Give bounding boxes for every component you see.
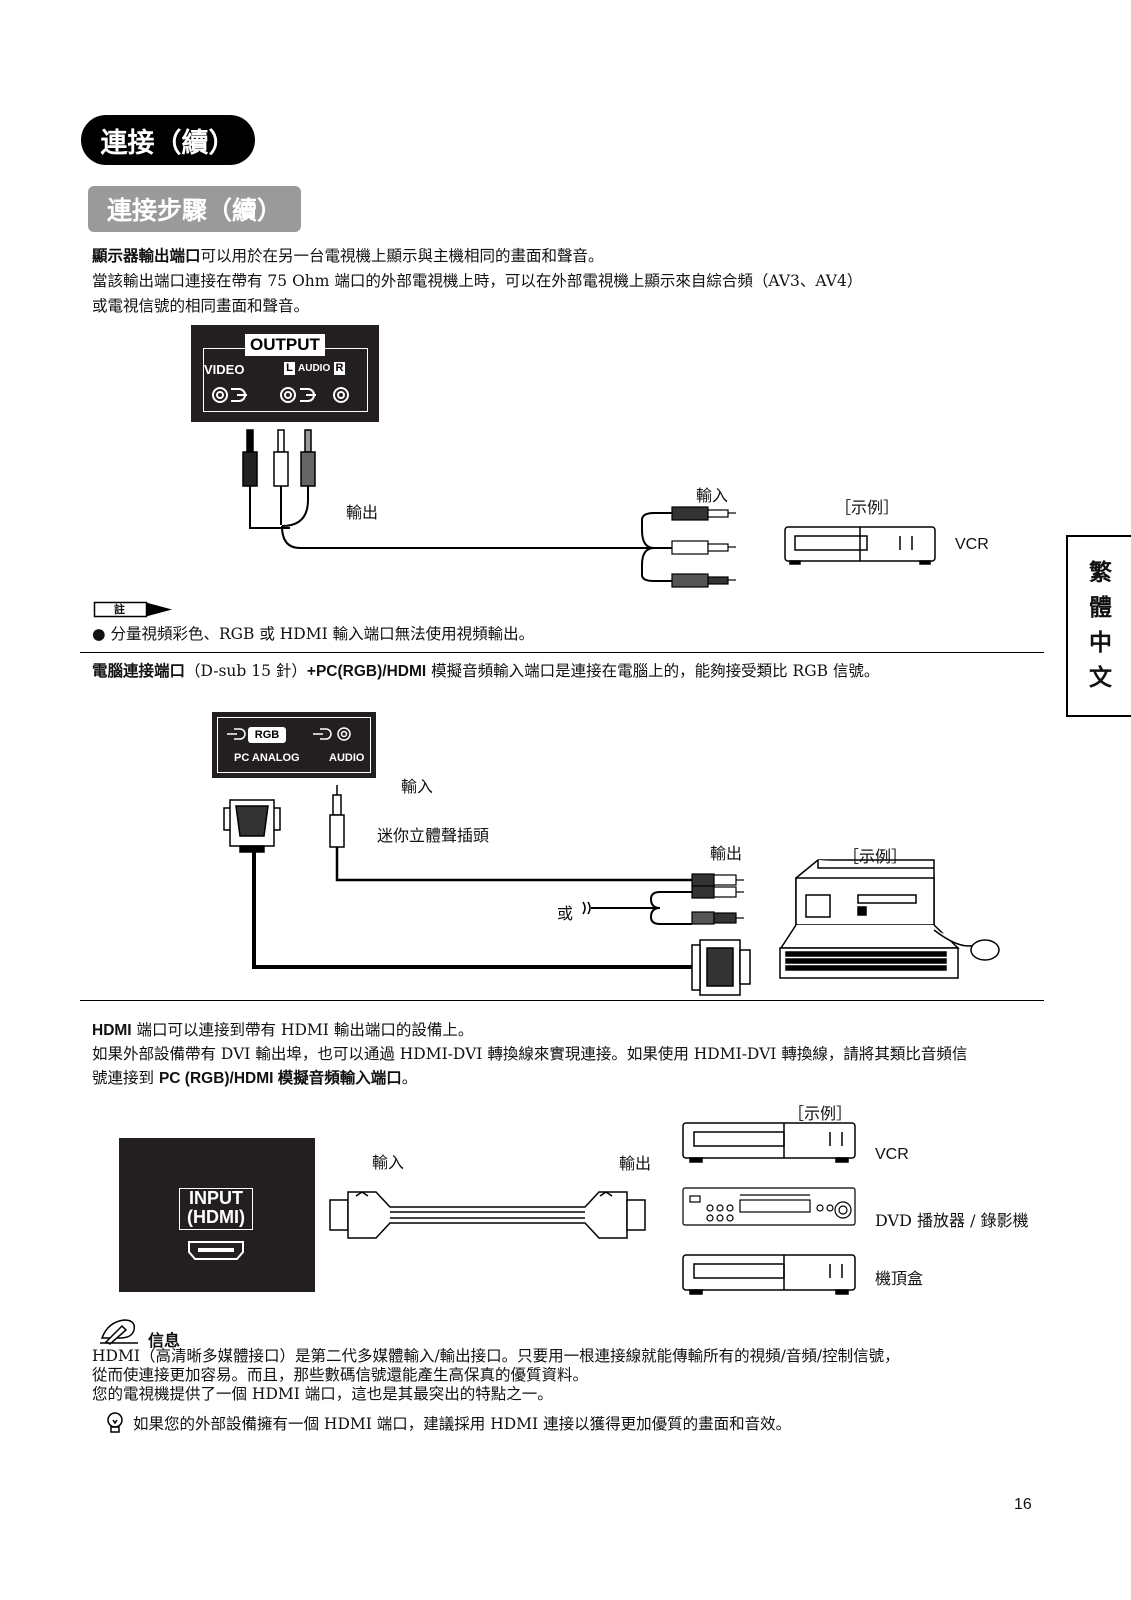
hdmi-input-label: 輸入 xyxy=(372,1153,405,1172)
note-badge-text: 註 xyxy=(114,603,125,616)
output-panel-audio-r: R xyxy=(334,362,345,375)
hdmi-para3-post: 。 xyxy=(401,1069,418,1087)
mini-plug-label: 迷你立體聲插頭 xyxy=(377,826,490,845)
output-connection-diagram xyxy=(242,429,936,588)
hdmi-term: HDMI xyxy=(92,1022,132,1039)
pc-input-analog-label: PC ANALOG xyxy=(234,752,300,764)
rca-plug-icon xyxy=(242,429,316,487)
pc-input-rgb-label: RGB xyxy=(248,727,286,743)
subsection-title: 連接步驟（續） xyxy=(88,186,301,232)
section-title-text: 連接（續） xyxy=(100,127,236,159)
pc-input-panel-border xyxy=(217,717,371,773)
pc-output-label: 輸出 xyxy=(710,844,743,863)
pc-in-mid: （D-sub 15 針） xyxy=(185,662,307,680)
monitor-out-para3: 或電視信號的相同畫面和聲音。 xyxy=(92,297,310,315)
output-panel: OUTPUT VIDEO L AUDIO R xyxy=(191,325,379,422)
language-tab-char: 文 xyxy=(1089,665,1112,691)
hdmi-para1-rest: 端口可以連接到帶有 HDMI 輸出端口的設備上。 xyxy=(131,1021,474,1039)
vcr-icon xyxy=(784,526,936,565)
monitor-out-para1-rest: 可以用於在另一台電視機上顯示與主機相同的畫面和聲音。 xyxy=(200,247,604,265)
hdmi-panel-line1: INPUT xyxy=(189,1188,243,1208)
rca-plug-icon xyxy=(671,506,736,588)
hdmi-output-label: 輸出 xyxy=(619,1154,652,1173)
pc-in-term: 電腦連接端口 xyxy=(92,663,186,680)
info-line2: 從而使連接更加容易。而且，那些數碼信號還能產生高保真的優質資料。 xyxy=(92,1366,589,1384)
device-label-dvd: DVD 播放器 / 錄影機 xyxy=(875,1211,1029,1230)
pc-in-para: 電腦連接端口（D-sub 15 針）+PC(RGB)/HDMI 模擬音頻輸入端口… xyxy=(92,659,879,684)
hdmi-para3-term: PC (RGB)/HDMI 模擬音頻輸入端口 xyxy=(158,1070,402,1087)
output-panel-audio-label: AUDIO xyxy=(298,363,331,374)
input-label: 輸入 xyxy=(696,486,729,505)
pc-input-panel: RGB PC ANALOG AUDIO xyxy=(212,712,376,778)
hdmi-para1: HDMI 端口可以連接到帶有 HDMI 輸出端口的設備上。 xyxy=(92,1018,473,1043)
pc-input-label: 輸入 xyxy=(401,777,434,796)
monitor-out-para1: 顯示器輸出端口可以用於在另一台電視機上顯示與主機相同的畫面和聲音。 xyxy=(92,244,604,269)
vga-plug-icon xyxy=(223,799,281,853)
example-label: ［示例］ xyxy=(835,498,900,517)
or-label: 或 xyxy=(557,904,574,923)
computer-icon xyxy=(779,859,1000,979)
pc-input-audio-label: AUDIO xyxy=(329,752,365,764)
hdmi-para2: 如果外部設備帶有 DVI 輸出埠，也可以通過 HDMI-DVI 轉換線來實現連接… xyxy=(92,1045,968,1063)
hdmi-input-panel: INPUT (HDMI) xyxy=(119,1138,315,1292)
tip-text: 如果您的外部設備擁有一個 HDMI 端口，建議採用 HDMI 連接以獲得更加優質… xyxy=(133,1415,792,1433)
pc-connection-diagram xyxy=(223,785,1000,996)
language-tab-char: 繁 xyxy=(1089,560,1112,586)
subsection-title-text: 連接步驟（續） xyxy=(106,196,282,225)
hdmi-panel-label: INPUT (HDMI) xyxy=(179,1188,253,1230)
dvd-recorder-icon xyxy=(682,1187,856,1226)
output-panel-title: OUTPUT xyxy=(245,334,325,356)
set-top-box-icon xyxy=(682,1254,856,1295)
divider xyxy=(80,1000,1044,1001)
note-text: ● 分量視頻彩色、RGB 或 HDMI 輸入端口無法使用視頻輸出。 xyxy=(92,625,535,643)
language-tab: 繁 體 中 文 xyxy=(1066,535,1131,717)
note-arrow-icon xyxy=(93,601,172,618)
hdmi-port-icon xyxy=(188,1241,244,1260)
vcr-label: VCR xyxy=(955,536,989,553)
hdmi-para3: 號連接到 PC (RGB)/HDMI 模擬音頻輸入端口。 xyxy=(92,1066,417,1091)
page-number: 16 xyxy=(1014,1496,1032,1513)
hdmi-para3-pre: 號連接到 xyxy=(92,1069,159,1087)
vcr-icon xyxy=(682,1122,856,1163)
hdmi-panel-line2: (HDMI) xyxy=(187,1207,245,1227)
language-tab-char: 體 xyxy=(1089,595,1112,621)
info-heading: 信息 xyxy=(148,1331,181,1350)
info-line3: 您的電視機提供了一個 HDMI 端口，這也是其最突出的特點之一。 xyxy=(92,1385,553,1403)
pencil-icon xyxy=(100,1319,138,1345)
device-label-set-top-box: 機頂盒 xyxy=(875,1269,924,1288)
monitor-out-term: 顯示器輸出端口 xyxy=(92,248,201,265)
output-panel-video-label: VIDEO xyxy=(204,362,245,377)
pc-example-label: ［示例］ xyxy=(843,847,908,866)
lightbulb-icon xyxy=(107,1412,123,1433)
section-title: 連接（續） xyxy=(81,115,255,165)
hdmi-cable-icon xyxy=(329,1191,646,1239)
pc-input-jacks xyxy=(227,727,351,741)
hdmi-example-label: ［示例］ xyxy=(788,1104,853,1123)
pc-in-term2: +PC(RGB)/HDMI xyxy=(306,663,427,680)
output-panel-audio-l: L xyxy=(284,362,295,375)
pc-in-rest: 模擬音頻輸入端口是連接在電腦上的，能夠接受類比 RGB 信號。 xyxy=(426,662,880,680)
language-tab-char: 中 xyxy=(1089,630,1112,656)
device-label-vcr: VCR xyxy=(875,1146,909,1163)
info-line1: HDMI（高清晰多媒體接口）是第二代多媒體輸入/輸出接口。只要用一根連接線就能傳… xyxy=(92,1347,900,1365)
output-panel-jacks xyxy=(212,387,349,403)
note-badge: 註 xyxy=(93,601,174,618)
output-label: 輸出 xyxy=(346,503,379,522)
hdmi-cable-diagram xyxy=(329,1122,856,1295)
monitor-out-para2: 當該輸出端口連接在帶有 75 Ohm 端口的外部電視機上時，可以在外部電視機上顯… xyxy=(92,272,863,290)
vga-plug-icon xyxy=(691,939,751,996)
divider xyxy=(80,652,1044,653)
